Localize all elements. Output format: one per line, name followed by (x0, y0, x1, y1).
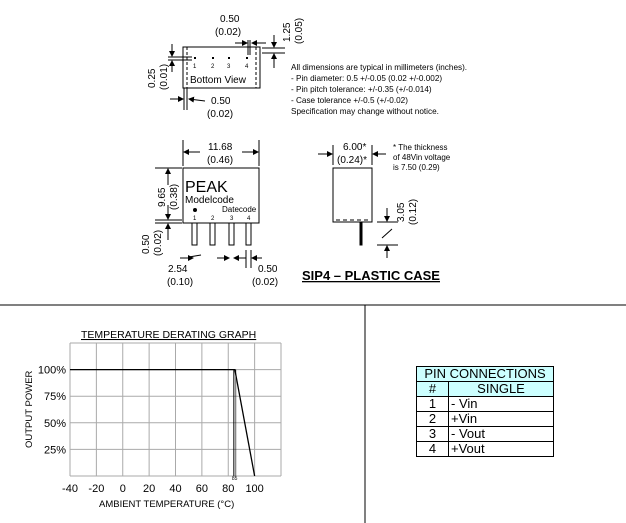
dim-standoff-in: (0.02) (153, 230, 164, 256)
dim-thickness-in: (0.24)* (337, 155, 367, 166)
note-line: Specification may change without notice. (291, 107, 439, 116)
bottom-view-drawing (168, 35, 285, 110)
pin-function-cell: - Vout (448, 426, 554, 442)
y-tick-label: 25% (44, 444, 66, 456)
side-view-drawing (318, 145, 398, 258)
thickness-note: of 48Vin voltage (393, 153, 451, 162)
chart-ylabel: OUTPUT POWER (24, 370, 35, 448)
dim-side-pin-len-in: (0.12) (408, 199, 419, 225)
note-line: All dimensions are typical in millimeter… (291, 63, 467, 72)
pin-number: 3 (230, 216, 234, 222)
pin-number: 2 (211, 64, 215, 70)
pin-number: 1 (193, 64, 197, 70)
modelcode-label: Modelcode (185, 195, 234, 206)
table-row: 1- Vin (416, 396, 554, 412)
bottom-view-pins (194, 57, 248, 59)
brand-logo: PEAK (185, 179, 228, 196)
dim-pin-len-in: (0.05) (294, 18, 305, 44)
front-view-drawing (155, 140, 262, 268)
y-tick-label: 50% (44, 418, 66, 430)
note-line: - Pin diameter: 0.5 +/-0.05 (0.02 +/-0.0… (291, 74, 442, 83)
pin-function-cell: +Vin (448, 411, 554, 427)
pin1-marker (193, 208, 197, 212)
pin-function-cell: - Vin (448, 396, 554, 412)
pin-number: 1 (193, 216, 197, 222)
datecode-label: Datecode (222, 205, 257, 214)
pin-table-title: PIN CONNECTIONS (416, 366, 554, 382)
pin-number: 3 (227, 64, 231, 70)
x-tick-label: -40 (62, 483, 78, 495)
table-row: 4+Vout (416, 441, 554, 457)
dim-thickness: 6.00* (343, 142, 366, 153)
pin-table-header: # (416, 381, 449, 397)
pin-table-header: SINGLE (448, 381, 554, 397)
pin-function-cell: +Vout (448, 441, 554, 457)
pin-number: 4 (245, 64, 249, 70)
dim-height: 9.65 (157, 187, 168, 207)
note-line: - Pin pitch tolerance: +/-0.35 (+/-0.014… (291, 85, 432, 94)
dim-pitch-top: 0.50 (220, 14, 240, 25)
derating-line (70, 368, 256, 477)
dim-height-in: (0.38) (169, 184, 180, 210)
dim-width: 11.68 (208, 142, 233, 153)
x-tick-label: 40 (169, 483, 181, 495)
x-tick-label: 60 (196, 483, 208, 495)
dim-pin-dia: 0.50 (258, 264, 278, 275)
y-tick-label: 100% (38, 365, 66, 377)
derating-chart: -40 -20 0 20 40 60 80 100 100% 75% 50% 25% 85 (38, 342, 282, 495)
dim-offset-bottom-in: (0.02) (207, 109, 233, 120)
dim-standoff: 0.50 (141, 234, 152, 254)
bottom-view-label: Bottom View (190, 75, 247, 86)
chart-xlabel: AMBIENT TEMPERATURE (°C) (99, 499, 234, 510)
x-tick-label: 0 (120, 483, 126, 495)
dim-pitch: 2.54 (168, 264, 188, 275)
dim-side-pin-len: 3.05 (396, 202, 407, 222)
pin-connections-table: PIN CONNECTIONS #SINGLE 1- Vin 2+Vin 3- … (416, 366, 554, 457)
dim-pitch-in: (0.10) (167, 277, 193, 288)
table-row: 3- Vout (416, 426, 554, 442)
dim-offset-left-in: (0.01) (159, 64, 170, 90)
pin-number-cell: 2 (416, 411, 449, 427)
thickness-note: * The thickness (393, 143, 448, 152)
dim-width-in: (0.46) (207, 155, 233, 166)
x-tick-label: 80 (222, 483, 234, 495)
x-tick-label: 100 (245, 483, 263, 495)
y-tick-label: 75% (44, 391, 66, 403)
pin-number-cell: 4 (416, 441, 449, 457)
dim-offset-left: 0.25 (147, 68, 158, 88)
pin-number: 4 (247, 216, 251, 222)
dim-pin-len: 1.25 (282, 22, 293, 42)
thickness-note: is 7.50 (0.29) (393, 163, 440, 172)
x-tick-label: 20 (143, 483, 155, 495)
pin-number-cell: 3 (416, 426, 449, 442)
table-row: 2+Vin (416, 411, 554, 427)
dim-pin-dia-in: (0.02) (252, 277, 278, 288)
dim-pitch-top-in: (0.02) (215, 27, 241, 38)
dim-offset-bottom: 0.50 (211, 96, 231, 107)
note-line: - Case tolerance +/-0.5 (+/-0.02) (291, 96, 408, 105)
annotation-85: 85 (232, 476, 238, 482)
pin-number: 2 (211, 216, 215, 222)
case-title: SIP4 – PLASTIC CASE (302, 268, 440, 283)
x-tick-label: -20 (88, 483, 104, 495)
chart-title: TEMPERATURE DERATING GRAPH (81, 329, 256, 341)
pin-number-cell: 1 (416, 396, 449, 412)
